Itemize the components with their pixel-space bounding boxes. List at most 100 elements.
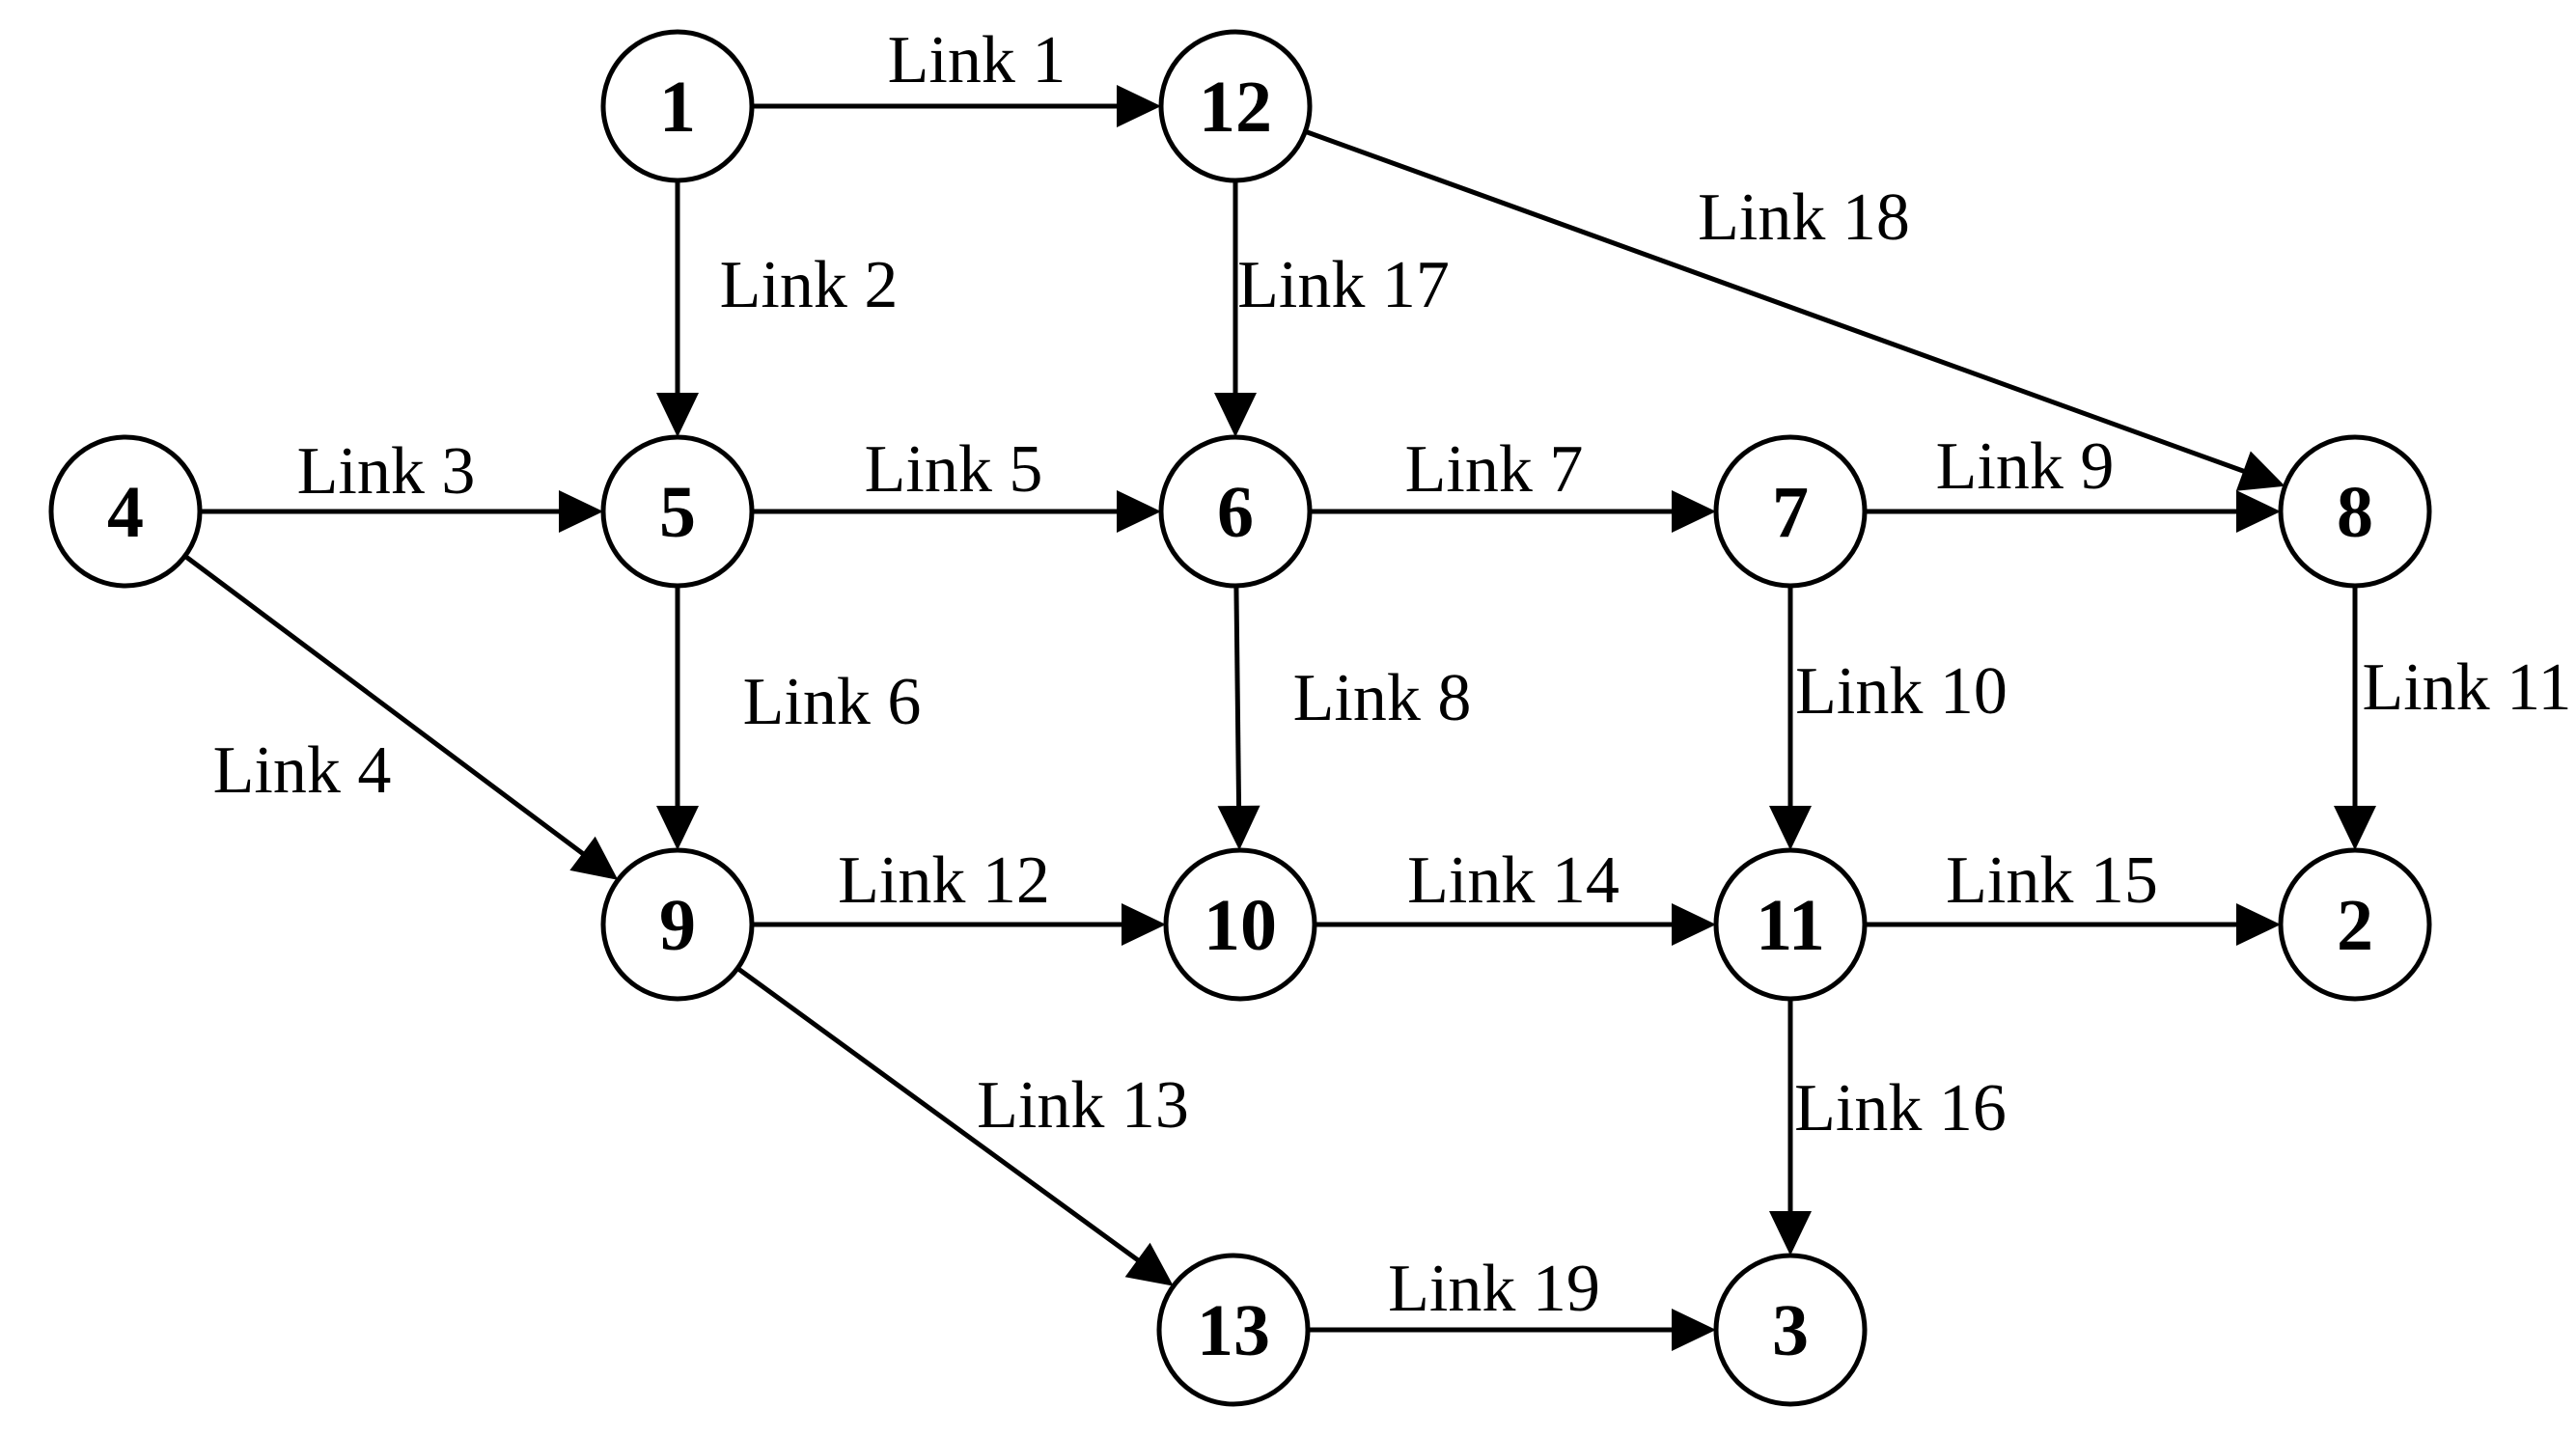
edge-link-8: Link 8 (1217, 585, 1472, 851)
edge-label: Link 4 (213, 733, 392, 808)
edge-link-18: Link 18 (1304, 128, 2285, 491)
arrowhead-icon (1117, 85, 1161, 127)
edge-link-3: Link 3 (200, 434, 603, 533)
node-label: 13 (1197, 1290, 1270, 1371)
node-label: 2 (2337, 885, 2373, 966)
edge-label: Link 3 (297, 434, 476, 509)
node-circle (48, 434, 203, 589)
arrowhead-icon (1214, 393, 1257, 437)
node-label: 7 (1772, 472, 1809, 553)
arrowhead-icon (2236, 490, 2281, 533)
node-circle (600, 847, 755, 1002)
node-7: 7 (1713, 434, 1868, 589)
node-label: 8 (2337, 472, 2373, 553)
edge-label: Link 18 (1698, 180, 1910, 255)
edge-link-9: Link 9 (1865, 429, 2281, 533)
node-6: 6 (1158, 434, 1313, 589)
node-circle (1163, 847, 1317, 1002)
edge-label: Link 7 (1405, 432, 1584, 507)
arrowhead-icon (2236, 903, 2281, 946)
edge-label: Link 19 (1388, 1252, 1600, 1326)
node-circle (1713, 1253, 1868, 1407)
node-circle (2278, 434, 2432, 589)
arrowhead-icon (559, 490, 603, 533)
node-8: 8 (2278, 434, 2432, 589)
node-circle (1156, 1253, 1311, 1407)
edge-link-12: Link 12 (752, 843, 1166, 946)
node-circle (2278, 847, 2432, 1002)
node-label: 3 (1772, 1290, 1809, 1371)
edge-label: Link 5 (865, 432, 1043, 507)
edge-link-16: Link 16 (1769, 999, 2007, 1256)
arrowhead-icon (1672, 1309, 1716, 1351)
edge-line (1233, 585, 1242, 824)
edge-link-4: Link 4 (183, 554, 619, 880)
node-4: 4 (48, 434, 203, 589)
edge-link-1: Link 1 (752, 23, 1161, 127)
edge-link-10: Link 10 (1769, 586, 2008, 850)
node-label: 6 (1217, 472, 1254, 553)
edge-label: Link 6 (743, 665, 922, 739)
arrowhead-icon (656, 806, 699, 850)
edge-label: Link 15 (1946, 843, 2158, 918)
arrowhead-icon (2334, 806, 2376, 850)
arrowhead-icon (569, 836, 619, 880)
edge-link-6: Link 6 (656, 586, 921, 850)
node-label: 4 (107, 472, 144, 553)
node-2: 2 (2278, 847, 2432, 1002)
node-label: 10 (1204, 885, 1277, 966)
arrowhead-icon (1122, 903, 1166, 946)
arrowhead-icon (1217, 805, 1260, 851)
node-label: 12 (1199, 67, 1272, 148)
node-11: 11 (1713, 847, 1868, 1002)
node-10: 10 (1163, 847, 1317, 1002)
edge-link-13: Link 13 (735, 966, 1189, 1286)
edge-link-7: Link 7 (1310, 432, 1716, 533)
edge-label: Link 2 (720, 248, 899, 322)
arrowhead-icon (1672, 490, 1716, 533)
edge-label: Link 16 (1794, 1071, 2007, 1145)
node-12: 12 (1158, 29, 1313, 183)
edge-label: Link 8 (1293, 661, 1472, 735)
edge-label: Link 11 (2362, 650, 2571, 725)
node-circle (1158, 29, 1313, 183)
node-3: 3 (1713, 1253, 1868, 1407)
node-13: 13 (1156, 1253, 1311, 1407)
edge-label: Link 14 (1407, 843, 1620, 918)
arrowhead-icon (1117, 490, 1161, 533)
edge-label: Link 12 (838, 843, 1050, 918)
arrowhead-icon (656, 393, 699, 437)
edge-link-15: Link 15 (1865, 843, 2281, 946)
arrowhead-icon (1124, 1242, 1174, 1286)
arrowhead-icon (1672, 903, 1716, 946)
edge-link-2: Link 2 (656, 180, 898, 437)
edge-line (183, 554, 598, 867)
node-1: 1 (600, 29, 755, 183)
edge-line (1304, 128, 2261, 480)
arrowhead-icon (1769, 806, 1812, 850)
node-circle (1158, 434, 1313, 589)
node-circle (1713, 434, 1868, 589)
arrowhead-icon (1769, 1211, 1812, 1256)
edge-label: Link 9 (1936, 429, 2115, 504)
arrowhead-icon (2235, 451, 2285, 491)
node-5: 5 (600, 434, 755, 589)
edge-line (735, 966, 1153, 1273)
edge-link-14: Link 14 (1315, 843, 1716, 946)
node-label: 1 (659, 67, 696, 148)
node-label: 9 (659, 885, 696, 966)
edge-link-19: Link 19 (1308, 1252, 1716, 1351)
edge-link-5: Link 5 (752, 432, 1161, 533)
edge-label: Link 13 (977, 1068, 1189, 1143)
node-circle (600, 29, 755, 183)
node-9: 9 (600, 847, 755, 1002)
edge-label: Link 17 (1237, 248, 1450, 322)
edge-label: Link 10 (1795, 654, 2008, 729)
edge-label: Link 1 (888, 23, 1066, 97)
node-label: 5 (659, 472, 696, 553)
edge-link-17: Link 17 (1214, 180, 1450, 437)
edge-link-11: Link 11 (2334, 586, 2572, 850)
node-circle (600, 434, 755, 589)
